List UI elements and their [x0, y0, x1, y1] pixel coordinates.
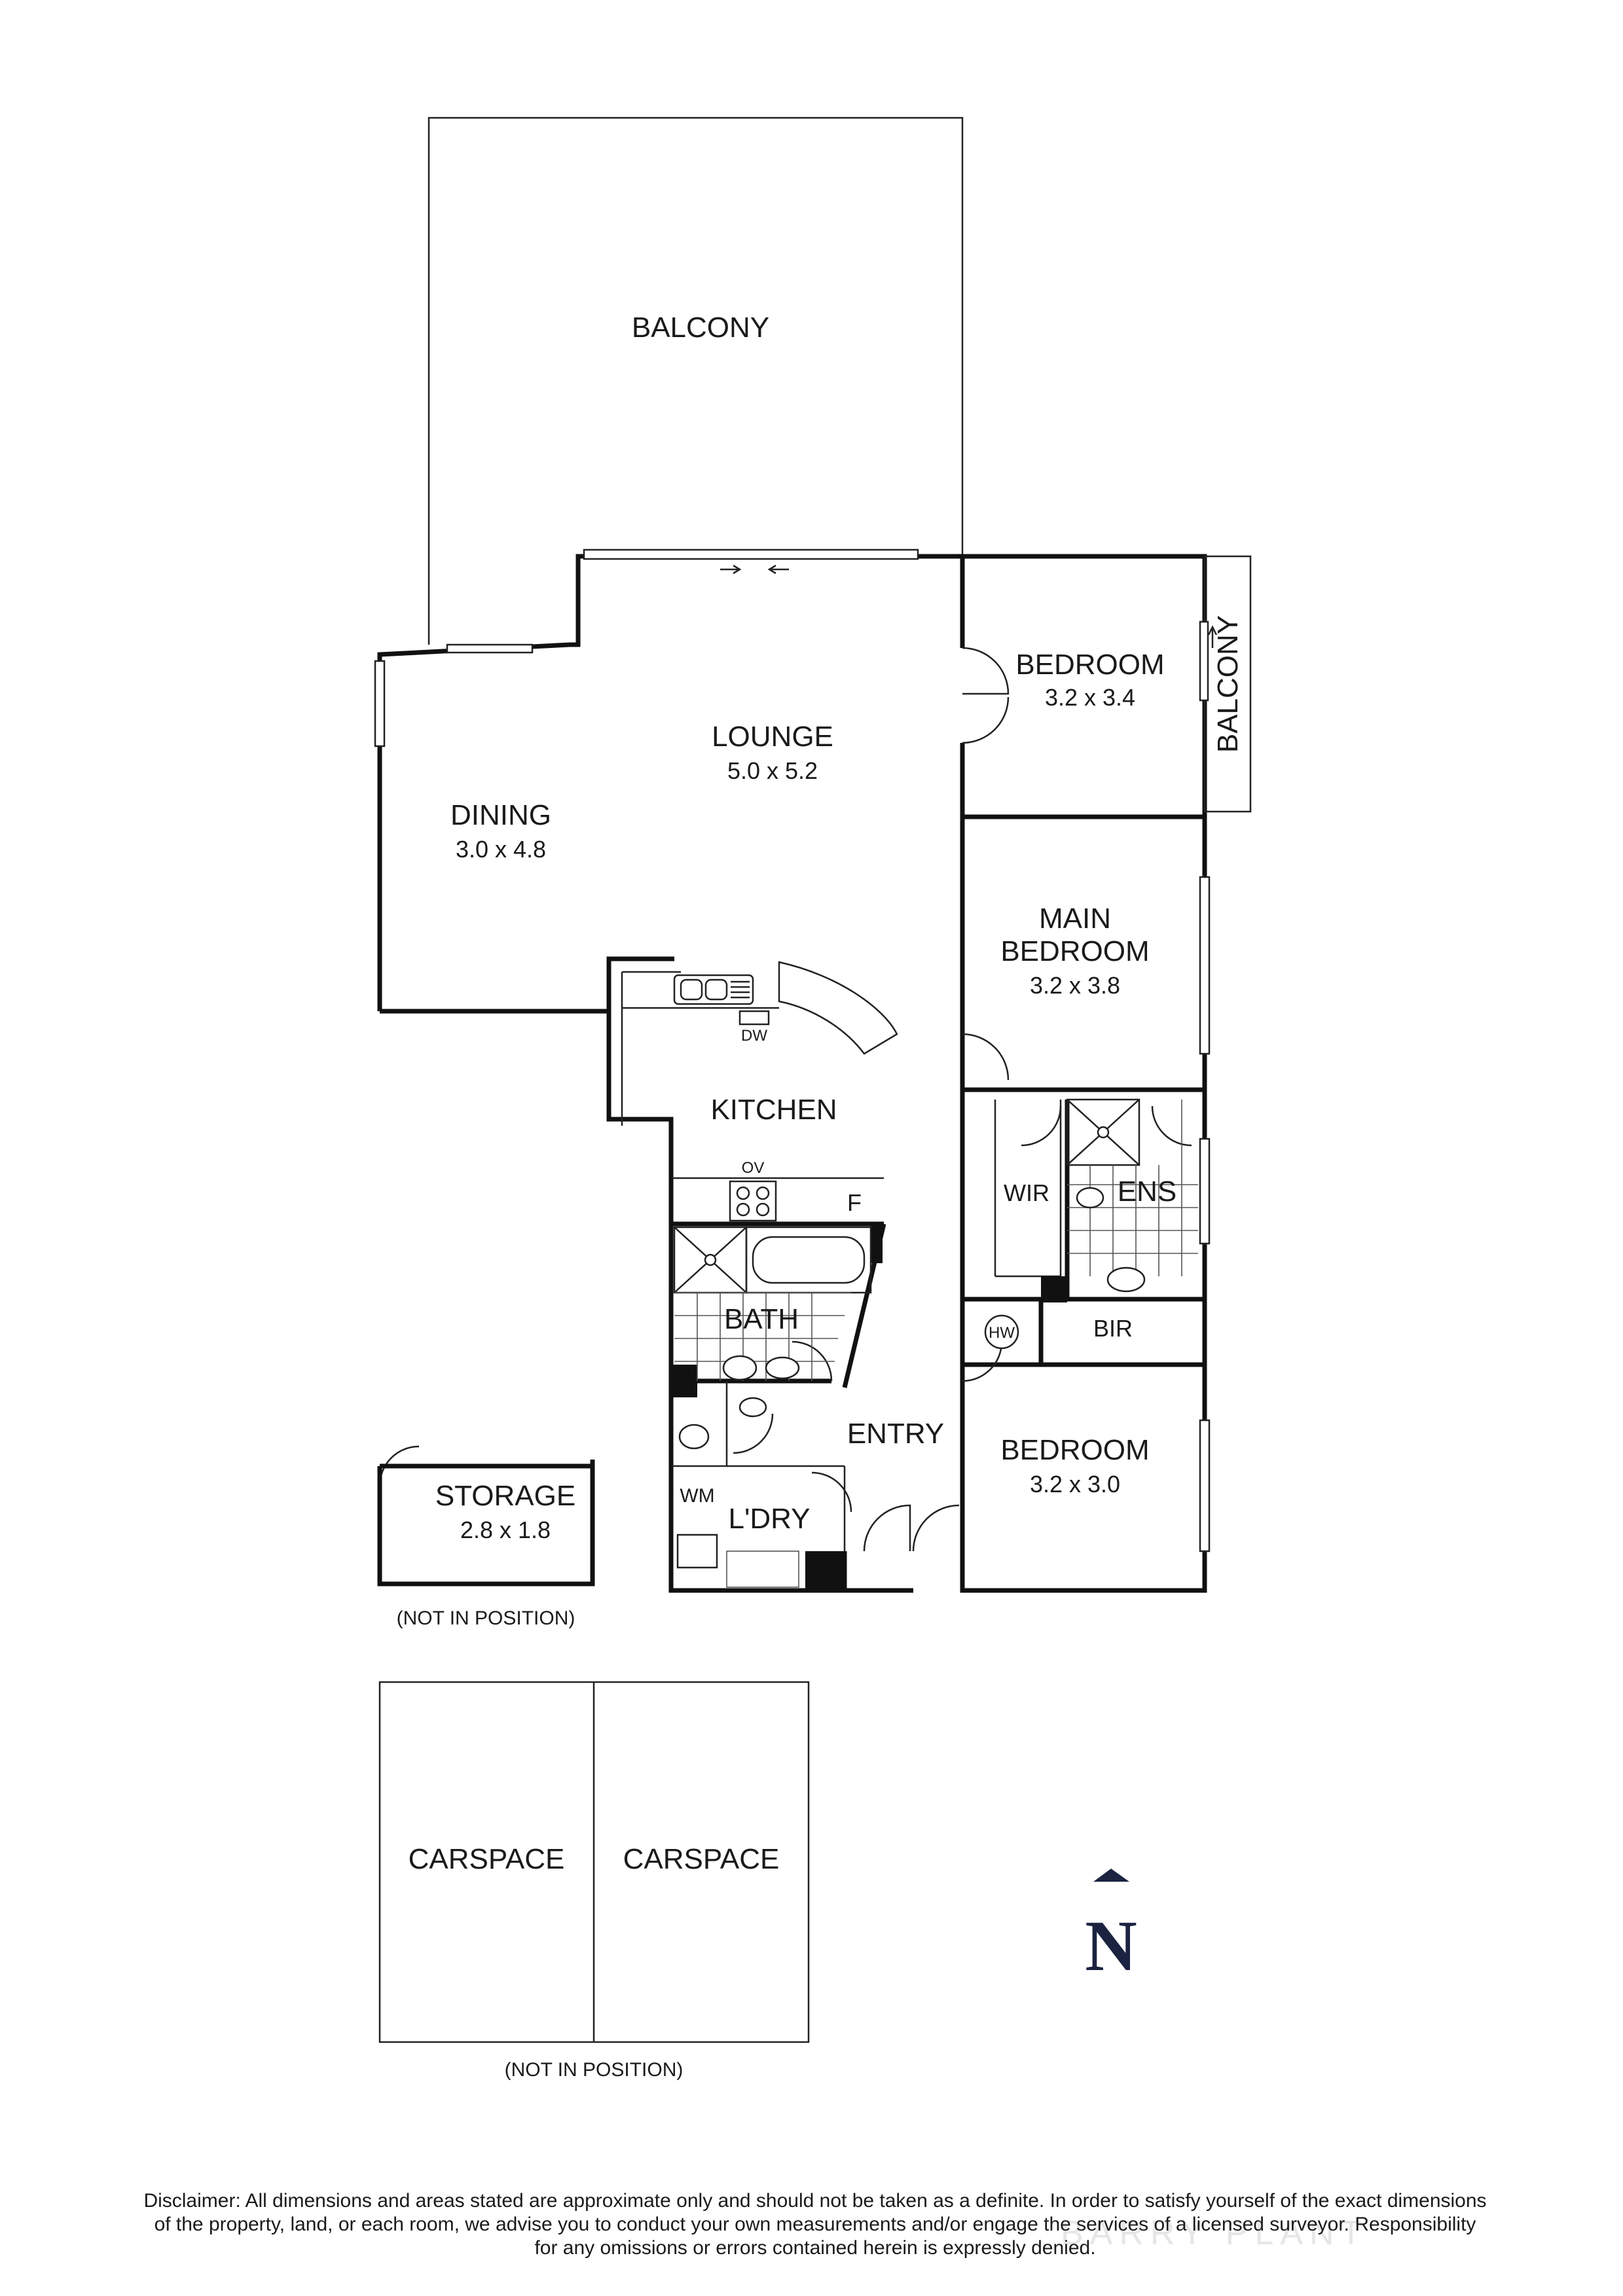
balcony-main-outline: [428, 117, 964, 645]
laundry-fixtures: [676, 1534, 799, 1588]
disclaimer-line-2: of the property, land, or each room, we …: [154, 2214, 1476, 2235]
storage-outline: [377, 1460, 595, 1587]
bedroom-1-label: BEDROOM: [1015, 649, 1164, 681]
bedroom-1-size: 3.2 x 3.4: [1045, 684, 1135, 711]
bedroom-2-size: 3.2 x 3.0: [1030, 1471, 1120, 1498]
lounge-label: LOUNGE: [712, 721, 833, 753]
ensuite-fixtures: [1066, 1098, 1198, 1293]
carspace-position-note: (NOT IN POSITION): [505, 2059, 684, 2081]
windows: [374, 548, 1211, 1552]
ens-label: ENS: [1118, 1175, 1176, 1208]
storage-size: 2.8 x 1.8: [460, 1516, 551, 1543]
room-labels: BALCONY BEDROOM 3.2 x 3.4 BALCONY LOUNGE…: [397, 312, 1244, 2081]
kitchen-label: KITCHEN: [710, 1094, 837, 1126]
main-bedroom-label-line2: BEDROOM: [1000, 935, 1149, 967]
fixture-labels: DW OV F HW WM: [680, 1027, 1015, 1507]
disclaimer-line-3: for any omissions or errors contained he…: [534, 2237, 1096, 2259]
disclaimer: Disclaimer: All dimensions and areas sta…: [72, 2189, 1558, 2260]
kitchen-fixtures: [622, 961, 898, 1263]
laundry-label: L'DRY: [729, 1503, 811, 1535]
watermark-logo: BARRY PLANT: [1061, 2214, 1368, 2252]
storage-label: STORAGE: [435, 1480, 575, 1512]
bath-fixtures: [673, 1226, 872, 1450]
compass-label: N: [1085, 1906, 1137, 1986]
bir-label: BIR: [1093, 1315, 1133, 1342]
lounge-size: 5.0 x 5.2: [727, 757, 818, 784]
balcony-main-label: BALCONY: [632, 312, 769, 344]
hot-water-unit: [984, 1314, 1019, 1350]
carspaces-outline: [378, 1681, 810, 2043]
dishwasher-label: DW: [741, 1027, 767, 1045]
hot-water-label: HW: [989, 1324, 1015, 1342]
carspace-2-label: CARSPACE: [623, 1843, 780, 1875]
storage-position-note: (NOT IN POSITION): [397, 1607, 575, 1629]
bedroom-2-label: BEDROOM: [1000, 1434, 1149, 1466]
dining-label: DINING: [450, 799, 551, 831]
balcony-side-outline: [1199, 555, 1252, 813]
carspace-1-label: CARSPACE: [409, 1843, 565, 1875]
wir-label: WIR: [1004, 1179, 1049, 1206]
dining-size: 3.0 x 4.8: [456, 836, 546, 863]
washing-machine-label: WM: [680, 1485, 714, 1507]
disclaimer-line-1: Disclaimer: All dimensions and areas sta…: [143, 2190, 1487, 2212]
compass-arrow-icon: [1093, 1869, 1129, 1882]
oven-label: OV: [742, 1159, 765, 1177]
door-swings: [378, 647, 1192, 1552]
bath-label: BATH: [724, 1303, 799, 1335]
north-compass: N: [1085, 1869, 1137, 1986]
main-bedroom-label-line1: MAIN: [1039, 903, 1111, 935]
entry-label: ENTRY: [847, 1418, 944, 1450]
fridge-label: F: [847, 1189, 862, 1216]
main-bedroom-size: 3.2 x 3.8: [1030, 972, 1120, 999]
balcony-side-label: BALCONY: [1212, 615, 1244, 753]
